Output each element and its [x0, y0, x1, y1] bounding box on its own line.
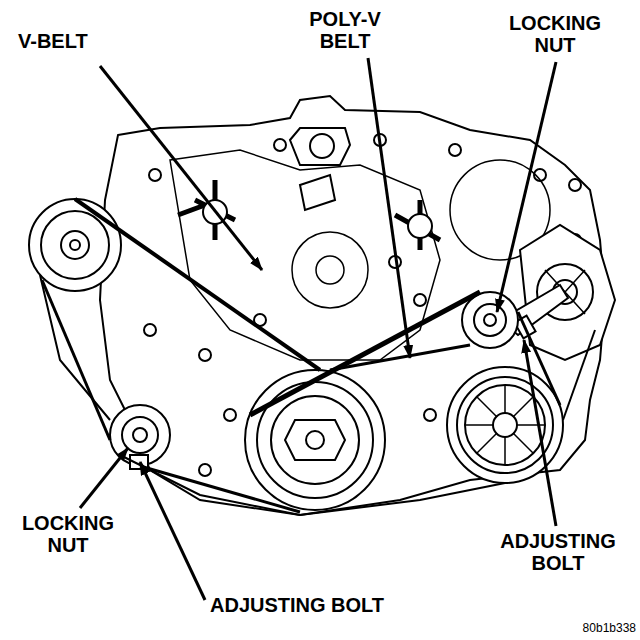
- part-label: ADJUSTING BOLT: [488, 530, 628, 574]
- belt-label: POLY-V BELT: [290, 8, 400, 52]
- belt-label: V-BELT: [18, 30, 128, 52]
- part-label: LOCKING NUT: [8, 512, 128, 556]
- part-label: ADJUSTING BOLT: [210, 594, 470, 616]
- part-label: LOCKING NUT: [500, 12, 610, 56]
- figure-code: 80b1b338: [566, 622, 636, 635]
